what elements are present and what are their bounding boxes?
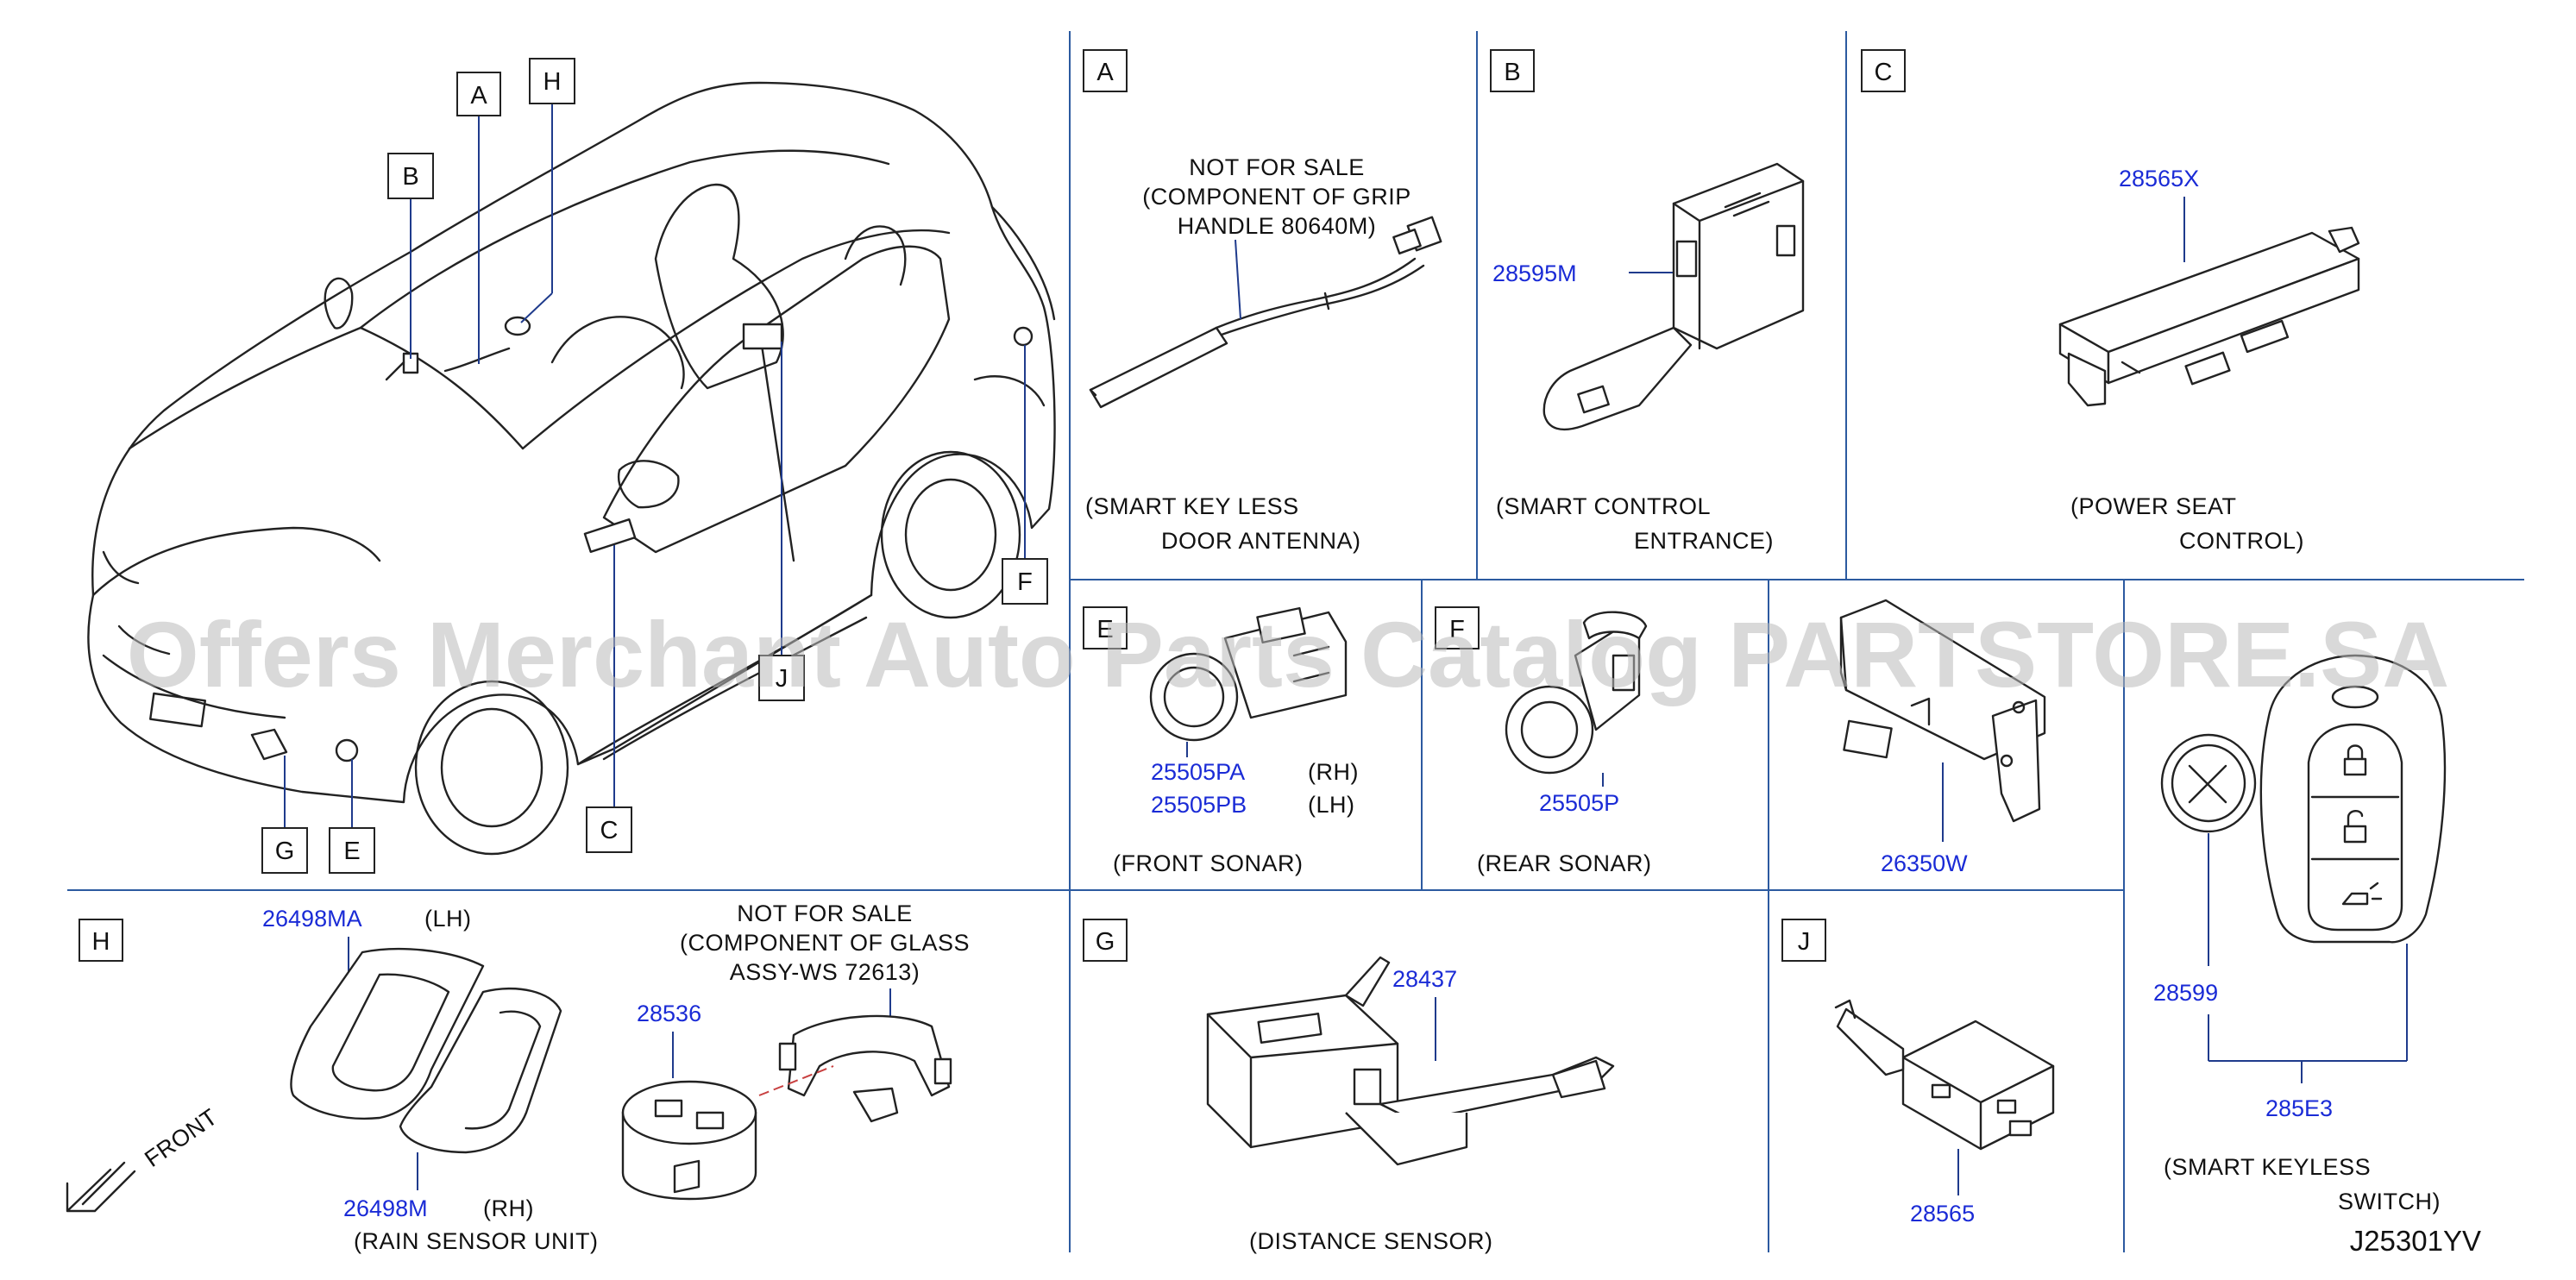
panel-unlabeled: 26350W	[1839, 599, 2046, 876]
svg-text:28565X: 28565X	[2119, 166, 2199, 191]
callout-a: A	[456, 72, 501, 116]
svg-text:26498MA: 26498MA	[262, 906, 362, 932]
callout-c: C	[586, 806, 632, 853]
power-seat-control-drawing	[2058, 226, 2360, 407]
rain-sensor-drawing	[621, 1080, 757, 1201]
svg-text:A: A	[470, 82, 487, 110]
callout-j: J	[758, 655, 805, 701]
svg-text:(FRONT SONAR): (FRONT SONAR)	[1113, 850, 1304, 876]
svg-text:FRONT: FRONT	[140, 1104, 222, 1172]
watermark: Offers Merchant Auto Parts Catalog PARTS…	[127, 602, 2449, 706]
svg-text:CONTROL): CONTROL)	[2179, 528, 2304, 554]
svg-text:28437: 28437	[1392, 966, 1457, 992]
lock-icon	[2343, 744, 2367, 776]
control-unit-drawing	[1834, 999, 2055, 1151]
panel-h: H 26498MA (LH) 26498M (RH) NOT FOR SALE …	[79, 900, 970, 1254]
panel-a: A NOT FOR SALE (COMPONENT OF GRIP HANDLE…	[1083, 49, 1442, 554]
svg-text:F: F	[1017, 568, 1033, 596]
rear-sonar-drawing	[1505, 611, 1648, 775]
callout-b: B	[387, 153, 434, 199]
svg-text:(RAIN SENSOR UNIT): (RAIN SENSOR UNIT)	[354, 1228, 599, 1254]
svg-text:A: A	[1096, 59, 1114, 86]
svg-text:(LH): (LH)	[1308, 792, 1355, 818]
panel-dividers	[67, 31, 2524, 1252]
svg-text:(RH): (RH)	[1308, 759, 1359, 785]
callout-f: F	[1002, 558, 1048, 605]
svg-text:28536: 28536	[637, 1001, 701, 1026]
svg-text:F: F	[1449, 616, 1465, 643]
svg-text:25505PB: 25505PB	[1151, 792, 1247, 818]
svg-text:(REAR SONAR): (REAR SONAR)	[1477, 850, 1652, 876]
svg-text:J: J	[1798, 928, 1811, 956]
svg-text:(DISTANCE SENSOR): (DISTANCE SENSOR)	[1249, 1228, 1493, 1254]
svg-text:(RH): (RH)	[483, 1195, 534, 1221]
svg-text:NOT FOR SALE: NOT FOR SALE	[737, 900, 913, 926]
svg-text:ASSY-WS 72613): ASSY-WS 72613)	[730, 959, 920, 985]
svg-text:ENTRANCE): ENTRANCE)	[1634, 528, 1774, 554]
svg-text:E: E	[343, 838, 360, 865]
front-sonar-drawing	[1149, 606, 1348, 742]
panel-j: J 28565	[1781, 919, 2055, 1227]
panel-b: B 28595M (SMART CONTROL ENTRANCE)	[1490, 49, 1805, 554]
svg-text:(COMPONENT OF GRIP: (COMPONENT OF GRIP	[1142, 184, 1411, 210]
svg-text:C: C	[1875, 59, 1893, 86]
svg-text:NOT FOR SALE: NOT FOR SALE	[1189, 154, 1365, 180]
svg-text:SWITCH): SWITCH)	[2338, 1189, 2441, 1214]
front-arrow-icon	[66, 1161, 136, 1213]
panel-g: G 28437 (DISTANCE SENSOR)	[1083, 919, 1615, 1254]
car-callouts: A H B F J G E C	[261, 58, 1048, 874]
rain-sensor-cover-drawing	[290, 947, 562, 1154]
callout-lines	[284, 102, 1026, 830]
svg-text:DOOR ANTENNA): DOOR ANTENNA)	[1161, 528, 1361, 554]
svg-text:G: G	[1096, 928, 1115, 956]
svg-text:28565: 28565	[1910, 1201, 1975, 1227]
bracket-module-drawing	[1839, 599, 2046, 823]
callout-g: G	[261, 827, 308, 874]
door-antenna-drawing	[1089, 216, 1442, 409]
svg-text:E: E	[1096, 616, 1113, 643]
svg-text:G: G	[275, 838, 295, 865]
svg-text:(COMPONENT OF GLASS: (COMPONENT OF GLASS	[680, 930, 970, 956]
svg-text:J: J	[776, 665, 789, 693]
panel-c: C 28565X (POWER SEAT CONTROL)	[1861, 49, 2360, 554]
panic-icon	[2341, 882, 2383, 906]
coin-battery-drawing	[2160, 733, 2257, 833]
svg-text:B: B	[1504, 59, 1520, 86]
smart-key-fob-drawing	[2259, 654, 2447, 944]
svg-text:H: H	[543, 68, 562, 96]
svg-text:25505P: 25505P	[1539, 790, 1619, 816]
svg-text:26498M: 26498M	[343, 1195, 428, 1221]
svg-text:28599: 28599	[2153, 980, 2218, 1006]
svg-text:26350W: 26350W	[1881, 850, 1968, 876]
panel-e: E 25505PA (RH) 25505PB (LH) (FRONT SONAR…	[1083, 606, 1359, 876]
svg-text:(POWER SEAT: (POWER SEAT	[2070, 493, 2237, 519]
svg-text:C: C	[600, 817, 619, 844]
callout-h: H	[529, 58, 575, 104]
svg-text:28595M: 28595M	[1492, 260, 1577, 286]
car-overview-drawing	[87, 81, 1056, 856]
unlock-icon	[2343, 810, 2367, 844]
svg-text:HANDLE 80640M): HANDLE 80640M)	[1178, 213, 1377, 239]
svg-text:B: B	[402, 163, 418, 191]
panel-f: F 25505P (REAR SONAR)	[1435, 606, 1652, 876]
callout-e: E	[329, 827, 375, 874]
svg-text:(LH): (LH)	[424, 906, 472, 932]
svg-text:H: H	[92, 928, 110, 956]
smart-control-entrance-drawing	[1542, 162, 1805, 431]
distance-sensor-drawing	[1206, 956, 1615, 1166]
sensor-bracket-drawing	[778, 1014, 952, 1123]
svg-text:285E3: 285E3	[2265, 1095, 2333, 1121]
svg-text:(SMART KEY LESS: (SMART KEY LESS	[1085, 493, 1299, 519]
svg-text:(SMART CONTROL: (SMART CONTROL	[1496, 493, 1711, 519]
svg-text:25505PA: 25505PA	[1151, 759, 1245, 785]
diagram-code: J25301YV	[2350, 1225, 2481, 1257]
panel-key: 28599 285E3 (SMART KEYLESS SWITCH)	[2153, 654, 2447, 1214]
svg-text:(SMART KEYLESS: (SMART KEYLESS	[2164, 1154, 2371, 1180]
front-direction-indicator: FRONT	[66, 1104, 223, 1213]
